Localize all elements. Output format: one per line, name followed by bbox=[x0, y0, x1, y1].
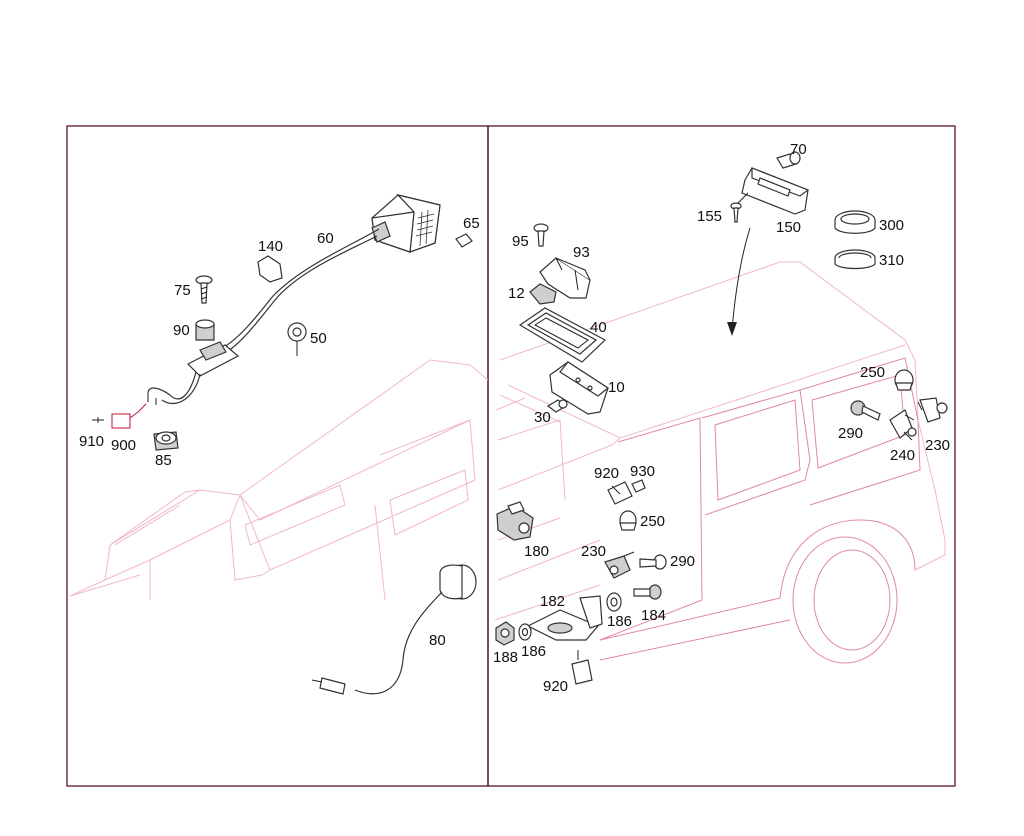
part-40-gasket bbox=[518, 307, 607, 363]
part-50-ring bbox=[287, 322, 307, 356]
part-10-lamp bbox=[549, 361, 610, 415]
part-155-screw bbox=[730, 192, 749, 223]
part-80-round-speaker bbox=[311, 564, 477, 695]
part-140-clip bbox=[257, 255, 283, 283]
label-140: 140 bbox=[258, 238, 283, 255]
assembly-arrow bbox=[731, 227, 751, 331]
label-184: 184 bbox=[641, 607, 666, 624]
part-150-lamp-housing bbox=[741, 167, 810, 215]
part-85-bushing bbox=[153, 431, 179, 451]
part-65-plug bbox=[455, 233, 473, 248]
label-12: 12 bbox=[508, 285, 525, 302]
label-180: 180 bbox=[524, 543, 549, 560]
label-50: 50 bbox=[310, 330, 327, 347]
part-920-connector-lower bbox=[571, 650, 593, 685]
part-188-nut bbox=[495, 621, 515, 646]
part-184-screw bbox=[633, 584, 662, 600]
label-80: 80 bbox=[429, 632, 446, 649]
part-290-screw-top bbox=[850, 400, 881, 421]
left-vehicle-outline bbox=[69, 359, 489, 601]
part-60-speaker bbox=[218, 193, 441, 356]
label-40: 40 bbox=[590, 319, 607, 336]
part-180-actuator bbox=[496, 501, 534, 541]
part-12-clip bbox=[529, 283, 557, 305]
part-920-connector-upper bbox=[607, 481, 633, 505]
right-panel-frame bbox=[487, 125, 956, 787]
label-250-top: 250 bbox=[860, 364, 885, 381]
label-186-left: 186 bbox=[521, 643, 546, 660]
label-186-right: 186 bbox=[607, 613, 632, 630]
part-mount-bracket bbox=[147, 341, 240, 405]
label-70: 70 bbox=[790, 141, 807, 158]
label-910: 910 bbox=[79, 433, 104, 450]
part-230-latch-mid bbox=[604, 551, 635, 579]
part-290-screw-mid bbox=[639, 554, 667, 570]
label-150: 150 bbox=[776, 219, 801, 236]
label-230-top: 230 bbox=[925, 437, 950, 454]
label-10: 10 bbox=[608, 379, 625, 396]
label-75: 75 bbox=[174, 282, 191, 299]
part-250-bumper-mid bbox=[619, 510, 637, 531]
part-900-connector bbox=[92, 403, 147, 429]
label-155: 155 bbox=[697, 208, 722, 225]
part-182-bracket bbox=[526, 595, 603, 641]
label-900: 900 bbox=[111, 437, 136, 454]
label-85: 85 bbox=[155, 452, 172, 469]
label-65: 65 bbox=[463, 215, 480, 232]
part-93-bracket bbox=[539, 257, 591, 299]
part-186-washer-right bbox=[606, 592, 622, 612]
part-310-ring bbox=[834, 249, 876, 270]
label-920-upper: 920 bbox=[594, 465, 619, 482]
part-240-switch bbox=[889, 409, 917, 441]
label-90: 90 bbox=[173, 322, 190, 339]
part-186-washer-left bbox=[518, 623, 532, 641]
label-182: 182 bbox=[540, 593, 565, 610]
label-95: 95 bbox=[512, 233, 529, 250]
label-290-top: 290 bbox=[838, 425, 863, 442]
part-930-pin bbox=[631, 479, 646, 493]
label-60: 60 bbox=[317, 230, 334, 247]
label-290-mid: 290 bbox=[670, 553, 695, 570]
part-90-grommet bbox=[195, 319, 215, 341]
label-30: 30 bbox=[534, 409, 551, 426]
assembly-arrowhead bbox=[727, 322, 737, 336]
label-93: 93 bbox=[573, 244, 590, 261]
label-300: 300 bbox=[879, 217, 904, 234]
part-75-screw bbox=[195, 275, 213, 304]
part-300-lens bbox=[834, 210, 876, 234]
label-240: 240 bbox=[890, 447, 915, 464]
label-310: 310 bbox=[879, 252, 904, 269]
label-920-lower: 920 bbox=[543, 678, 568, 695]
part-250-bumper-top bbox=[894, 369, 914, 391]
part-230-latch-top bbox=[917, 397, 948, 423]
part-30-bulb bbox=[546, 399, 568, 413]
part-95-screw bbox=[533, 223, 549, 247]
label-188: 188 bbox=[493, 649, 518, 666]
label-250-mid: 250 bbox=[640, 513, 665, 530]
label-930: 930 bbox=[630, 463, 655, 480]
label-230-mid: 230 bbox=[581, 543, 606, 560]
part-70-bulb bbox=[776, 151, 801, 169]
